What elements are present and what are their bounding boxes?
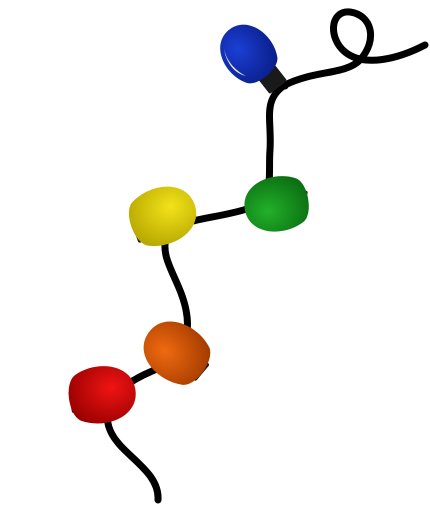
green-bulb-glass: [244, 176, 309, 232]
orange-bulb-glass: [143, 321, 211, 385]
red-bulb: [14, 366, 136, 424]
yellow-bulb: [80, 186, 197, 246]
orange-bulb: [143, 321, 226, 412]
green-bulb-highlight: [334, 212, 368, 220]
blue-bulb: [220, 24, 287, 94]
yellow-bulb-highlight: [80, 200, 108, 226]
green-bulb: [244, 176, 368, 232]
orange-bulb-highlight: [200, 384, 226, 412]
red-bulb-highlight: [14, 388, 46, 413]
red-bulb-glass: [68, 366, 136, 424]
yellow-bulb-glass: [128, 186, 197, 246]
